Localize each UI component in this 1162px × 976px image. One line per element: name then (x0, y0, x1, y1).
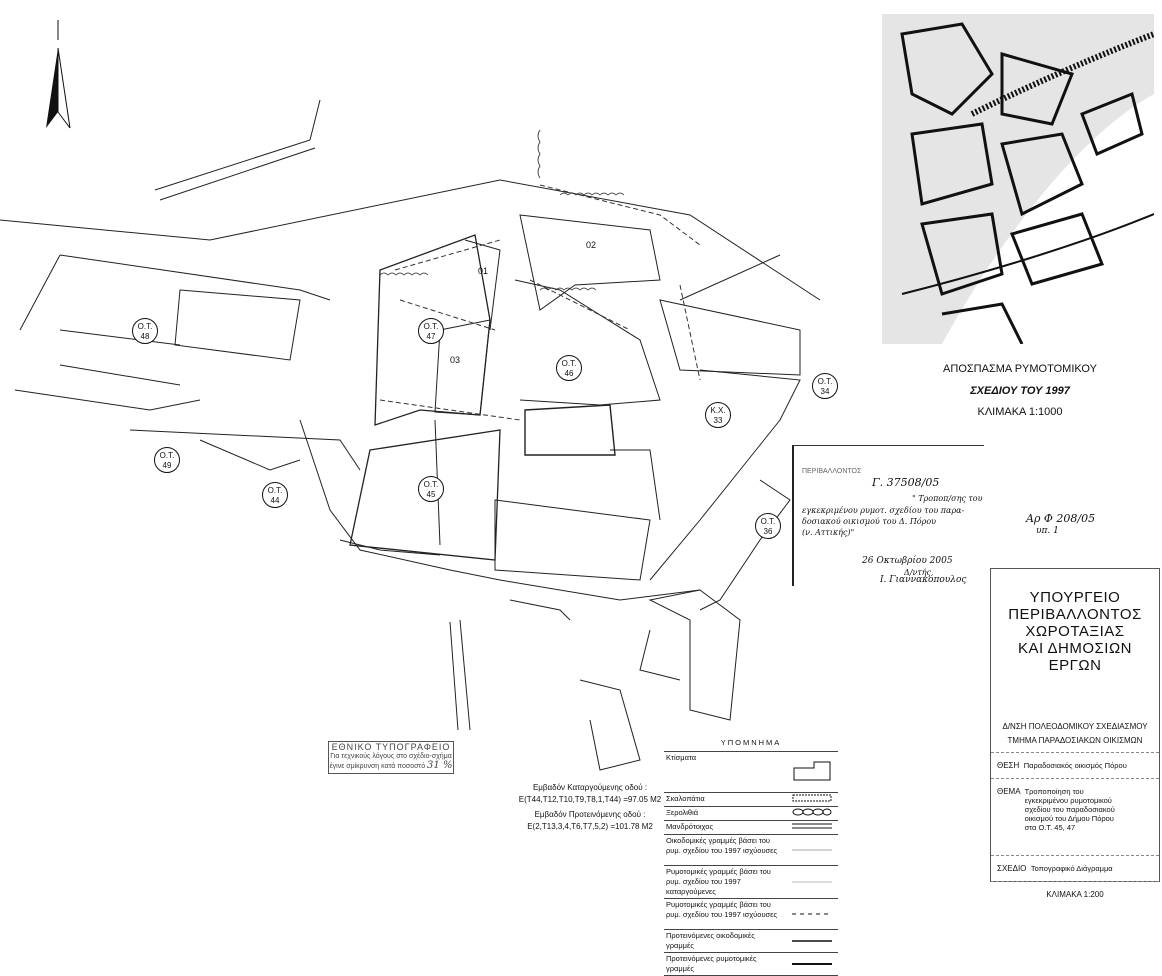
block-number: 47 (426, 332, 436, 341)
subject-value: Τροποποίηση του εγκεκριμένου ρυμοτομικού… (1024, 787, 1115, 832)
proposed-street-lines-symbol (786, 952, 838, 976)
proposed-road-label: Εμβαδόν Προτεινόμενης οδού : (534, 810, 646, 819)
block-number: 36 (763, 527, 773, 536)
stamp-percent: 31 % (427, 760, 453, 771)
fence-wall-symbol (786, 820, 838, 835)
buildings-symbol (786, 751, 838, 793)
legend: ΥΠΟΜΝΗΜΑ Κτίσματα Σκαλοπάτια Ξερολιθιά Μ… (664, 738, 838, 976)
legend-item: Προτεινόμενες οικοδομικές γραμμές (664, 929, 838, 953)
subject-label: ΘΕΜΑ (997, 787, 1021, 796)
legend-item: Προτεινόμενες ρυμοτομικές γραμμές (664, 952, 838, 976)
plot-label: 02 (586, 240, 597, 250)
stamp-line: έγινε σμίκρυνση κατά ποσοστό (329, 763, 426, 770)
approval-stamp-note: ΠΕΡΙΒΑΛΛΟΝΤΟΣ Γ. 37508/05 " Τροποπ/σης τ… (792, 445, 984, 586)
block-prefix: Κ.Χ. (710, 406, 726, 415)
block-number: 48 (140, 332, 150, 341)
inset-map-1997 (882, 14, 1154, 344)
location-value: Παραδοσιακός οικισμός Πόρου (1023, 761, 1127, 770)
approval-header: ΠΕΡΙΒΑΛΛΟΝΤΟΣ (802, 468, 862, 475)
block-prefix: Ο.Τ. (423, 322, 439, 331)
legend-item: Ξερολιθιά (664, 806, 838, 821)
legend-item: Κτίσματα (664, 751, 838, 793)
street-lines-abolished-symbol (786, 865, 838, 899)
inset-map-drawing (882, 14, 1154, 344)
block-prefix: Ο.Τ. (561, 359, 577, 368)
abolished-road-label: Εμβαδόν Καταργούμενης οδού : (532, 783, 648, 792)
plot-label: 01 (478, 266, 489, 276)
steps-symbol (786, 792, 838, 807)
drawing-label: ΣΧΕΔΙΟ (997, 864, 1027, 873)
department: ΤΜΗΜΑ ΠΑΡΑΔΟΣΙΑΚΩΝ ΟΙΚΙΣΜΩΝ (1007, 736, 1143, 745)
block-prefix: Ο.Τ. (137, 322, 153, 331)
block-label: Ο.Τ.36 (755, 513, 781, 539)
drystone-wall-symbol (786, 806, 838, 821)
approval-role: Δ/ντής (904, 568, 932, 577)
approval-text: εγκεκριμένου ρυμοτ. σχεδίου του παρα- (802, 506, 965, 515)
block-label: Ο.Τ.45 (418, 476, 444, 502)
block-label: Ο.Τ.44 (262, 482, 288, 508)
ministry-name: ΥΠΟΥΡΓΕΙΟ ΠΕΡΙΒΑΛΛΟΝΤΟΣ ΧΩΡΟΤΑΞΙΑΣ ΚΑΙ Δ… (1008, 589, 1142, 674)
block-number: 44 (270, 496, 280, 505)
approval-ref: Γ. 37508/05 (872, 476, 940, 489)
north-arrow-icon (46, 20, 71, 129)
abolished-road-value: E(T44,T12,T10,T9,T8,1,T44) =97.05 M2 (518, 795, 662, 804)
approval-text: (ν. Αττικής)" (802, 528, 855, 537)
legend-item: Ρυμοτομικές γραμμές βάσει του ρυμ. σχεδί… (664, 865, 838, 899)
block-prefix: Ο.Τ. (817, 377, 833, 386)
legend-item: Μανδρότοιχος (664, 820, 838, 835)
legend-item: Οικοδομικές γραμμές βάσει του ρυμ. σχεδί… (664, 834, 838, 866)
directorate: Δ/ΝΣΗ ΠΟΛΕΟΔΟΜΙΚΟΥ ΣΧΕΔΙΑΣΜΟΥ (1002, 722, 1148, 731)
stamp-title: ΕΘΝΙΚΟ ΤΥΠΟΓΡΑΦΕΙΟ (331, 742, 451, 752)
drawing-scale: ΚΛΙΜΑΚΑ 1:200 (991, 881, 1159, 907)
block-prefix: Ο.Τ. (267, 486, 283, 495)
approval-date: 26 Οκτωβρίου 2005 (862, 556, 953, 566)
block-prefix: Ο.Τ. (423, 480, 439, 489)
legend-title: ΥΠΟΜΝΗΜΑ (720, 738, 782, 747)
approval-text: " Τροποπ/σης του (912, 494, 983, 503)
block-prefix: Ο.Τ. (760, 517, 776, 526)
legend-item: Σκαλοπάτια (664, 792, 838, 807)
block-number: 45 (426, 490, 436, 499)
proposed-road-value: E(2,T13,3,4,T6,T7,5,2) =101.78 M2 (527, 822, 653, 831)
block-label: Κ.Χ.33 (705, 402, 731, 428)
block-number: 49 (162, 461, 172, 470)
inset-caption-subtitle: ΣΧΕΔΙΟΥ ΤΟΥ 1997 (970, 385, 1070, 397)
block-number: 46 (564, 369, 574, 378)
block-label: Ο.Τ.49 (154, 447, 180, 473)
block-label: Ο.Τ.46 (556, 355, 582, 381)
block-label: Ο.Τ.47 (418, 318, 444, 344)
inset-caption-title: ΑΠΟΣΠΑΣΜΑ ΡΥΜΟΤΟΜΙΚΟΥ (943, 363, 1097, 375)
title-block: ΥΠΟΥΡΓΕΙΟ ΠΕΡΙΒΑΛΛΟΝΤΟΣ ΧΩΡΟΤΑΞΙΑΣ ΚΑΙ Δ… (990, 568, 1160, 899)
drawing-value: Τοπογραφικό Διάγραμμα (1030, 864, 1113, 873)
stamp-line: Για τεχνικούς λόγους στο σχέδιο-σχήμα (330, 753, 452, 760)
block-label: Ο.Τ.48 (132, 318, 158, 344)
printing-office-stamp: ΕΘΝΙΚΟ ΤΥΠΟΓΡΑΦΕΙΟ Για τεχνικούς λόγους … (328, 741, 454, 774)
plot-label: 03 (450, 355, 461, 365)
block-number: 34 (820, 387, 830, 396)
approval-text: δοσιακού οικισμού του Δ. Πόρου (802, 517, 937, 526)
file-ref-sub: υπ. 1 (1036, 526, 1059, 536)
signature: Ι. Γιαννακόπουλος (880, 575, 967, 585)
block-number: 33 (713, 416, 723, 425)
street-lines-valid-symbol (786, 898, 838, 930)
location-label: ΘΕΣΗ (997, 761, 1020, 770)
legend-item: Ρυμοτομικές γραμμές βάσει του ρυμ. σχεδί… (664, 898, 838, 930)
block-label: Ο.Τ.34 (812, 373, 838, 399)
inset-caption-scale: ΚΛΙΜΑΚΑ 1:1000 (977, 406, 1063, 418)
block-prefix: Ο.Τ. (159, 451, 175, 460)
building-lines-valid-symbol (786, 834, 838, 866)
proposed-building-lines-symbol (786, 929, 838, 953)
area-calculations: Εμβαδόν Καταργούμενης οδού : E(T44,T12,T… (480, 782, 700, 833)
file-ref: Αρ Φ 208/05 (1026, 512, 1096, 525)
